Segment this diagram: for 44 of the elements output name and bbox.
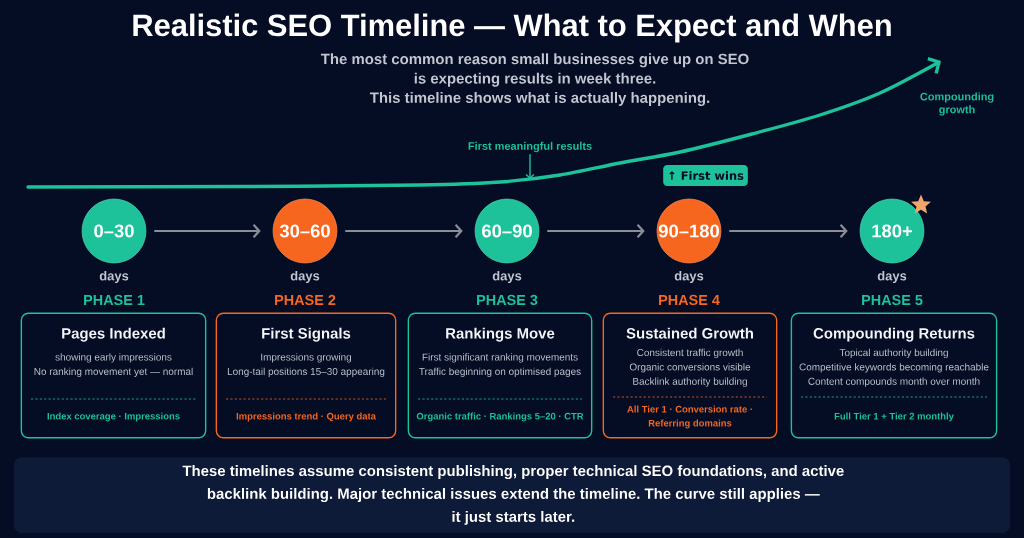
pill-badge: ↑ First wins [663, 165, 748, 186]
card-text: First significant ranking movements [422, 353, 578, 363]
text-label: The most common reason small businesses give up on SEO is expecting results in week three. [320, 53, 749, 87]
arrow [525, 153, 535, 179]
card-text: Backlink authority building [633, 377, 747, 387]
phase-label: PHASE 2 [275, 294, 336, 306]
card-text: Traffic beginning on optimised pages [419, 367, 581, 377]
arrow [729, 224, 848, 238]
phase-label: PHASE 5 [862, 294, 923, 306]
arrow [154, 224, 261, 238]
phase-label: PHASE 4 [659, 294, 720, 306]
unit-label: days [877, 270, 907, 284]
card-heading: First Signals [262, 327, 351, 342]
card-text: showing early impressions [55, 353, 172, 363]
phase-label: PHASE 3 [477, 294, 538, 306]
unit-label: days [290, 270, 320, 284]
note-box: These timelines assume consistent publishing, proper technical SEO foundations, and active backlink building. Major technical issues extend the timeline. The curve still applies — it just starts later. [13, 457, 1011, 533]
text-label: Compounding growth [920, 92, 994, 116]
metrics-text: Full Tier 1 + Tier 2 monthly [834, 412, 954, 422]
card-text: Content compounds month over month [808, 377, 980, 387]
card-text: Organic conversions visible [629, 363, 751, 373]
card-text: Consistent traffic growth [637, 348, 743, 359]
card-text: Long-tail positions 15–30 appearing [227, 367, 385, 377]
metrics-text: Index coverage · Impressions [47, 412, 180, 422]
metrics-text: Organic traffic · Rankings 5–20 · CTR [416, 412, 584, 422]
metrics-text: Impressions trend · Query data [236, 412, 376, 422]
phase-label: PHASE 1 [84, 294, 145, 306]
title: Realistic SEO Timeline — What to Expect and When [133, 13, 891, 43]
card-text: Impressions growing [261, 353, 352, 363]
card-heading: Pages Indexed [62, 327, 165, 342]
text-label: This timeline shows what is actually happening. [369, 92, 710, 106]
card-text: No ranking movement yet — normal [34, 367, 193, 377]
arrow [547, 224, 645, 238]
card-heading: Compounding Returns [813, 327, 975, 342]
unit-label: days [674, 270, 704, 284]
unit-label: days [492, 270, 522, 284]
arrow [345, 224, 463, 238]
metrics-text: All Tier 1 · Conversion rate · Referring domains [627, 405, 752, 429]
card-heading: Rankings Move [446, 327, 555, 342]
unit-label: days [99, 270, 129, 284]
card-text: Topical authority building [839, 348, 948, 359]
card-text: Competitive keywords becoming reachable [799, 363, 989, 373]
card-heading: Sustained Growth [626, 327, 753, 339]
callout-text: First meaningful results [468, 141, 592, 153]
